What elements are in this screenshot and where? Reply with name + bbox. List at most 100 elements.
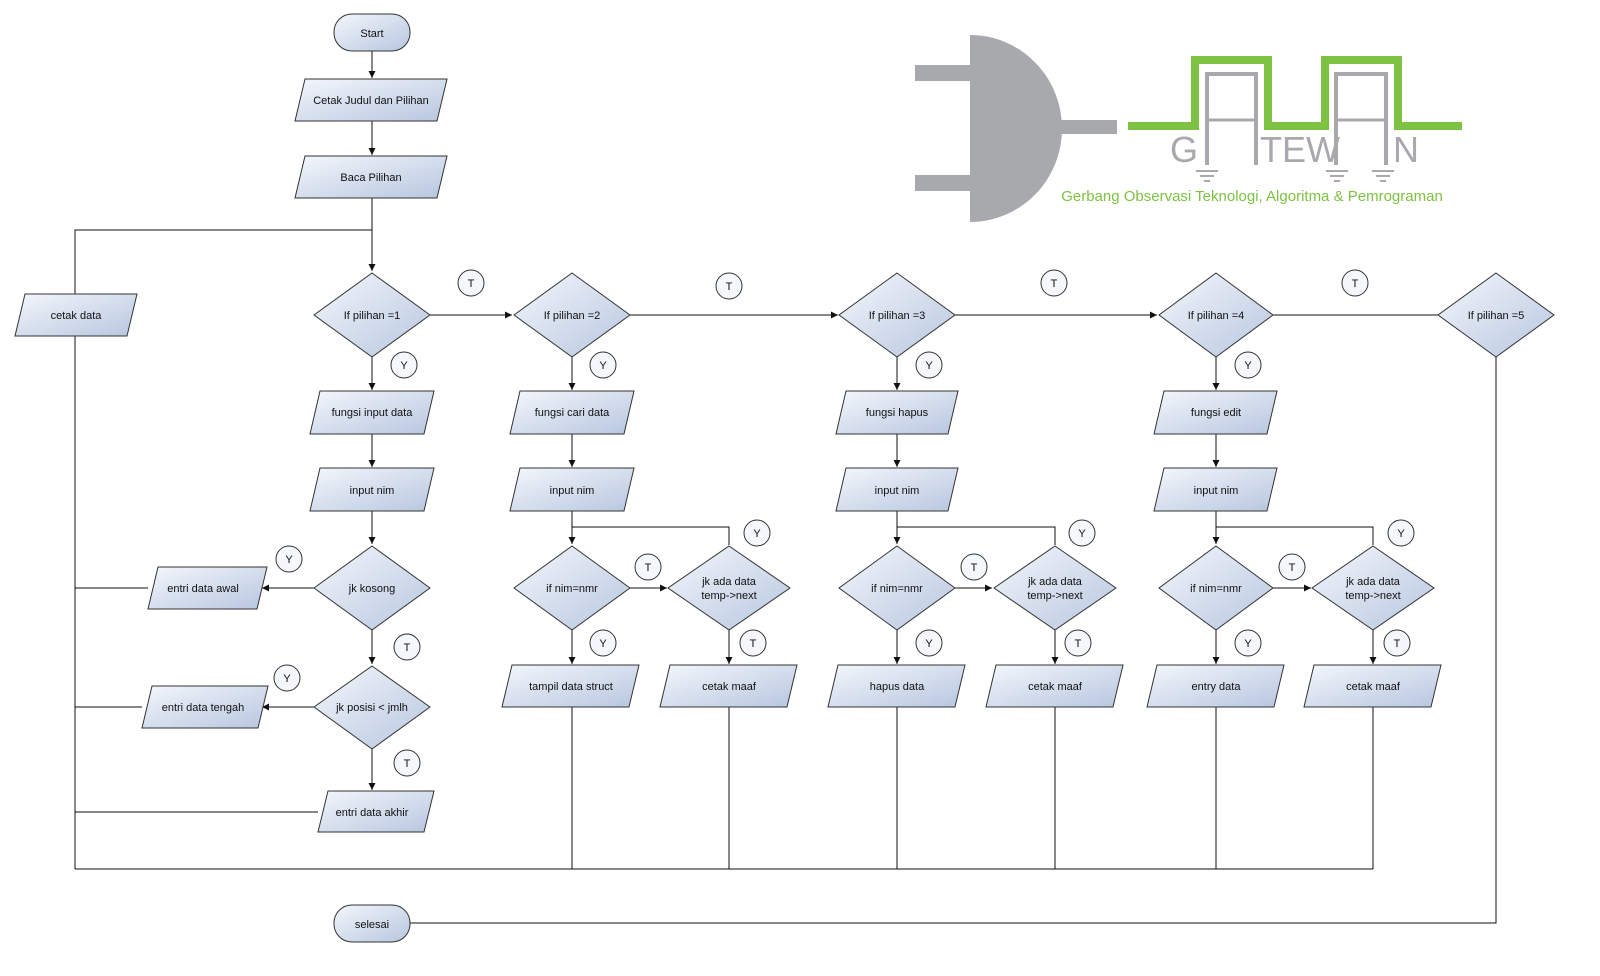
input-nim-3-io [835, 467, 959, 512]
marker-t-if-nim-3-text: T [971, 562, 978, 574]
marker-t-if1-text: T [468, 278, 475, 290]
tampil-data-io [501, 664, 640, 708]
marker-t-if2 [715, 272, 743, 300]
marker-t-jk-kosong [393, 633, 421, 661]
marker-t-if2-text: T [726, 281, 733, 293]
entry-data-label: entry data [1192, 681, 1242, 693]
marker-t-if-nim-4-text: T [1289, 562, 1296, 574]
fungsi-edit-io [1153, 390, 1278, 435]
jk-ada-3-decision [993, 545, 1117, 631]
entri-awal-label: entri data awal [167, 583, 239, 595]
logo-waveform [1128, 56, 1462, 130]
marker-y-if-nim-2 [589, 629, 617, 657]
start-terminator [333, 13, 411, 52]
marker-y-jk-ada-2 [743, 519, 771, 547]
cetak-maaf-4-io [1303, 664, 1442, 708]
start-label: Start [360, 28, 383, 40]
entri-tengah-label: entri data tengah [162, 702, 245, 714]
jk-ada-4-decision [1311, 545, 1435, 631]
marker-y-jk-ada-4-text: Y [1397, 528, 1405, 540]
marker-y-if-nim-4 [1234, 629, 1262, 657]
marker-y-if-nim-2-text: Y [599, 638, 607, 650]
branch-marker-labels: T T T T Y Y Y Y Y T Y T Y T Y T Y T Y T … [283, 278, 1405, 770]
marker-t-if-nim-2 [634, 553, 662, 581]
marker-y-jk-ada-4 [1387, 519, 1415, 547]
marker-t-jk-ada-2 [739, 629, 767, 657]
marker-t-jk-ada-2-text: T [750, 638, 757, 650]
line-loop-hapus [897, 526, 1056, 545]
logo-letter-n: N [1393, 129, 1419, 170]
jk-ada-3-label-line2: temp->next [1027, 590, 1082, 602]
selesai-label: selesai [355, 919, 389, 931]
jk-posisi-label: jk posisi < jmlh [335, 702, 408, 714]
jk-ada-4-label-line2: temp->next [1345, 590, 1400, 602]
marker-y-jk-ada-2-text: Y [753, 528, 761, 540]
line-loop-edit [1216, 526, 1374, 545]
if3-decision [838, 272, 956, 358]
jk-ada-3-label-line1: jk ada data [1027, 576, 1083, 588]
input-nim-1-label: input nim [350, 485, 395, 497]
baca-pilihan-label: Baca Pilihan [340, 172, 401, 184]
marker-y-jk-posisi [273, 664, 301, 692]
marker-t-jk-ada-3-text: T [1075, 638, 1082, 650]
if-nim-2-decision [513, 545, 631, 631]
marker-t-if4 [1341, 269, 1369, 297]
if2-decision [513, 272, 631, 358]
marker-y-jk-ada-3-text: Y [1078, 528, 1086, 540]
fungsi-cari-label: fungsi cari data [535, 407, 610, 419]
logo-gate-input-top [915, 65, 975, 81]
fungsi-edit-label: fungsi edit [1191, 407, 1241, 419]
cetak-maaf-4-label: cetak maaf [1346, 681, 1401, 693]
cetak-maaf-3-label: cetak maaf [1028, 681, 1083, 693]
if2-label: If pilihan =2 [544, 310, 601, 322]
jk-ada-2-label-line1: jk ada data [701, 576, 757, 588]
tampil-data-label: tampil data struct [529, 681, 613, 693]
line-if5-selesai [409, 356, 1497, 924]
marker-y-if2-text: Y [599, 360, 607, 372]
entri-akhir-io [317, 790, 435, 833]
fungsi-input-label: fungsi input data [332, 407, 414, 419]
if-nim-4-decision [1158, 545, 1274, 631]
entry-data-io [1146, 664, 1285, 708]
logo-letters-tew: TEW [1260, 129, 1340, 170]
marker-y-if-nim-4-text: Y [1244, 638, 1252, 650]
baca-pilihan-io [294, 155, 448, 199]
jk-ada-2-label-line2: temp->next [701, 590, 756, 602]
if5-label: If pilihan =5 [1468, 310, 1525, 322]
marker-y-if2 [589, 351, 617, 379]
if3-label: If pilihan =3 [869, 310, 926, 322]
logo-gate-input-bottom [915, 175, 975, 191]
marker-t-if-nim-2-text: T [645, 562, 652, 574]
marker-y-if1 [390, 351, 418, 379]
gatewan-logo: G TEW N Gerbang Observasi Teknologi, Alg… [915, 35, 1462, 222]
jk-ada-4-label-line1: jk ada data [1345, 576, 1401, 588]
marker-t-if-nim-4 [1278, 553, 1306, 581]
hapus-data-label: hapus data [870, 681, 925, 693]
marker-y-if4 [1234, 351, 1262, 379]
marker-y-jk-kosong [275, 545, 303, 573]
logo-letter-g: G [1170, 129, 1198, 170]
entri-akhir-label: entri data akhir [336, 807, 409, 819]
entri-awal-io [147, 566, 268, 610]
cetak-judul-io [294, 78, 448, 122]
shape-labels: Start Cetak Judul dan Pilihan Baca Pilih… [51, 28, 1525, 931]
input-nim-3-label: input nim [875, 485, 920, 497]
fungsi-hapus-label: fungsi hapus [866, 407, 929, 419]
fungsi-hapus-io [835, 390, 959, 435]
marker-t-if1 [457, 269, 485, 297]
marker-t-if4-text: T [1352, 278, 1359, 290]
connectors [74, 51, 1497, 924]
marker-t-if3 [1040, 269, 1068, 297]
if1-label: If pilihan =1 [344, 310, 401, 322]
marker-y-if3-text: Y [925, 360, 933, 372]
marker-y-if3 [915, 351, 943, 379]
fungsi-cari-io [509, 390, 635, 435]
jk-kosong-label: jk kosong [348, 583, 395, 595]
marker-t-jk-ada-4-text: T [1394, 638, 1401, 650]
if4-decision [1158, 272, 1274, 358]
cetak-judul-label: Cetak Judul dan Pilihan [313, 95, 429, 107]
fungsi-input-io [309, 390, 435, 435]
logo-tagline: Gerbang Observasi Teknologi, Algoritma &… [1061, 188, 1443, 205]
entri-tengah-io [141, 685, 269, 729]
